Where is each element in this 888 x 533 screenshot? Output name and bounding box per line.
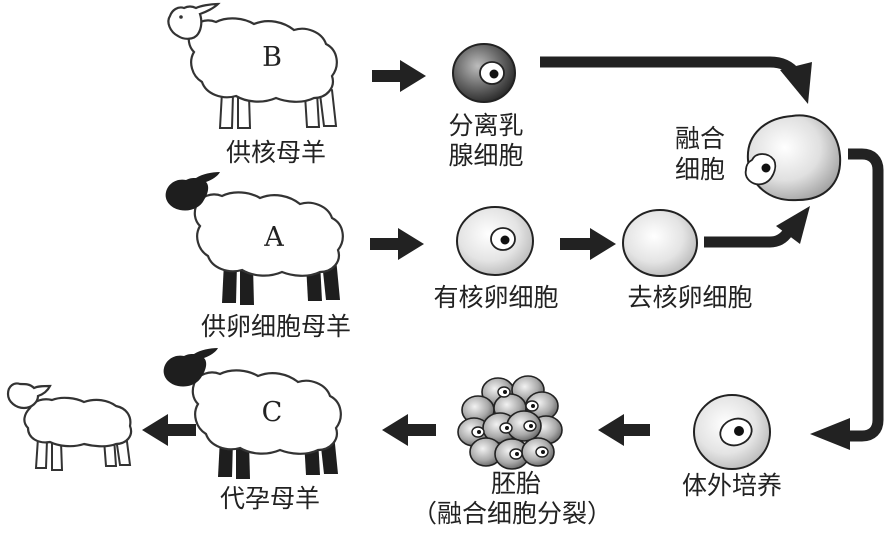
sheep-a-letter: A	[263, 222, 284, 253]
sheep-b-label: 供核母羊	[226, 138, 326, 167]
arrow-sheep-b-to-mammary-cell	[372, 60, 426, 92]
culture-cell	[693, 394, 771, 470]
fused-cell	[744, 114, 842, 202]
sheep-a-head	[165, 172, 220, 211]
cloned-lamb-figure	[6, 382, 133, 471]
sheep-a-figure	[165, 172, 344, 305]
sheep-c-letter: C	[262, 397, 283, 428]
arrow-enucleated-to-fused-head	[776, 206, 810, 244]
embryo-sublabel: （融合细胞分裂）	[412, 499, 612, 528]
sheep-b-legs	[218, 89, 338, 129]
mammary-cell	[452, 43, 516, 103]
mammary-cell-label-2: 腺细胞	[448, 141, 523, 170]
arrow-fused-to-culture-head	[810, 418, 850, 450]
arrow-embryo-to-sheep-c	[382, 414, 436, 446]
fused-cell-label-1: 融合	[675, 124, 725, 153]
sheep-a-label: 供卵细胞母羊	[201, 312, 351, 341]
sheep-c-head	[163, 348, 218, 387]
cloned-lamb-body	[23, 396, 133, 448]
enucleated-egg-cell	[622, 209, 698, 277]
arrow-sheep-a-to-nucleated-egg	[370, 228, 424, 260]
mammary-cell-label-1: 分离乳	[448, 111, 523, 140]
sheep-b-letter: B	[262, 42, 282, 73]
sheep-a-body	[193, 191, 344, 277]
sheep-c-figure	[163, 348, 342, 479]
arrow-mammary-to-fused-line	[540, 56, 801, 78]
sheep-c-label: 代孕母羊	[220, 484, 320, 513]
embryo-cluster	[457, 375, 563, 470]
arrow-mammary-to-fused-head	[780, 62, 812, 104]
culture-label: 体外培养	[682, 471, 782, 500]
nucleated-egg-cell	[456, 206, 534, 276]
embryo-label: 胚胎	[491, 469, 541, 498]
sheep-b-body	[187, 17, 338, 103]
arrow-nucleated-to-enucleated	[560, 228, 616, 260]
arrow-fused-to-culture-line	[840, 148, 884, 442]
arrow-enucleated-to-fused-line	[704, 228, 793, 248]
cloned-lamb-head	[6, 382, 52, 410]
enucleated-egg-label: 去核卵细胞	[627, 283, 752, 312]
sheep-b-head	[167, 2, 221, 40]
sheep-b-figure	[167, 2, 338, 129]
sheep-c-body	[191, 369, 342, 455]
arrow-culture-to-embryo	[598, 414, 650, 446]
fused-cell-label-2: 细胞	[675, 155, 725, 184]
arrow-sheep-c-to-lamb	[142, 414, 196, 446]
nucleated-egg-label: 有核卵细胞	[433, 283, 558, 312]
